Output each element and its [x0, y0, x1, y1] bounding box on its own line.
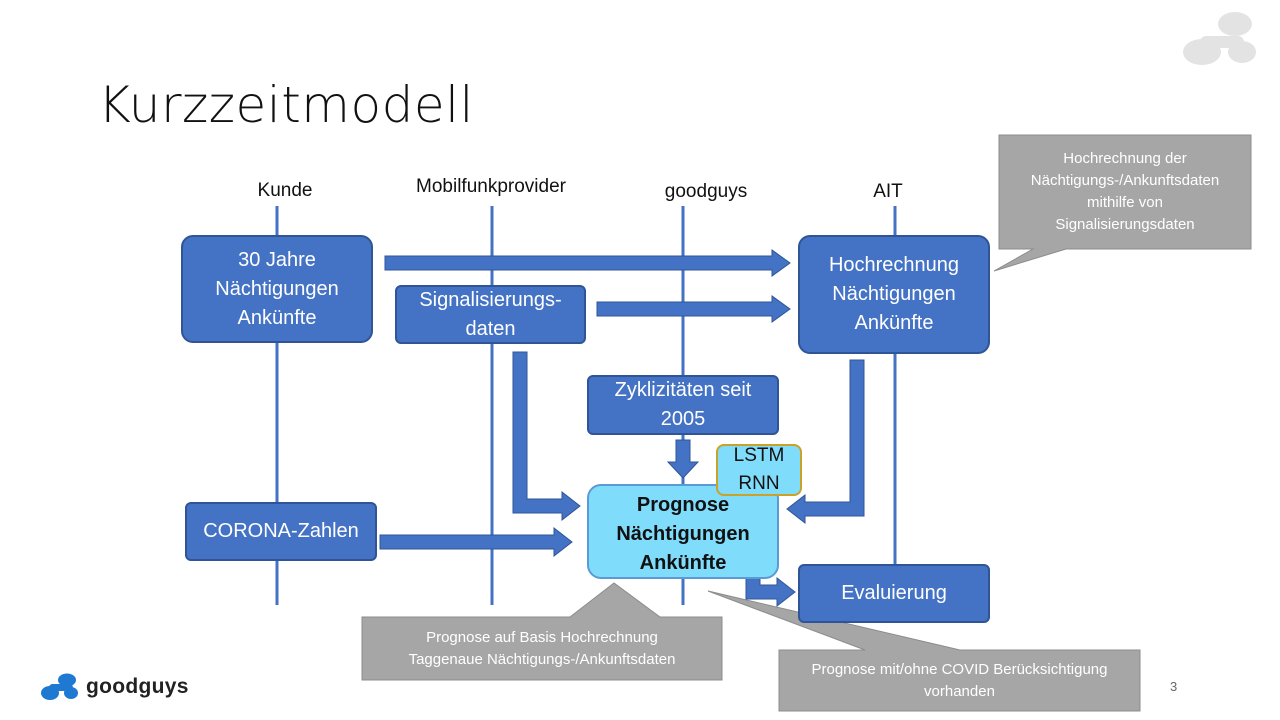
- page-number: 3: [1170, 679, 1178, 694]
- box-extrapolation: Hochrechnung Nächtigungen Ankünfte: [798, 235, 990, 354]
- arrow-corona-to-forecast: [379, 526, 573, 558]
- lane-label-mobilfunkprovider: Mobilfunkprovider: [416, 176, 566, 197]
- arrow-history-to-extrapolation: [384, 249, 791, 277]
- arrow-signal-to-extrapolation: [596, 295, 791, 323]
- arrow-cycles-to-forecast: [666, 439, 700, 479]
- box-forecast: Prognose Nächtigungen Ankünfte: [587, 484, 779, 579]
- box-cycles: Zyklizitäten seit 2005: [587, 375, 779, 435]
- box-corona: CORONA-Zahlen: [185, 502, 377, 561]
- brand-logo: goodguys: [40, 672, 189, 702]
- arrow-extrapolation-to-forecast: [786, 359, 865, 525]
- slide-title: Kurzzeitmodell: [98, 76, 474, 134]
- arrow-signal-to-forecast: [512, 351, 581, 522]
- callout-forecast-note-shape: [361, 582, 723, 681]
- brand-name: goodguys: [86, 675, 189, 698]
- callout-extrapolation-note: Hochrechnung der Nächtigungs-/Ankunftsda…: [1030, 150, 1220, 233]
- goodguys-logo-icon: [41, 673, 78, 700]
- box-history: 30 Jahre Nächtigungen Ankünfte: [181, 235, 373, 343]
- lane-label-goodguys: goodguys: [664, 181, 748, 202]
- box-evaluation: Evaluierung: [798, 564, 990, 623]
- logo-mark-icon: [1183, 12, 1256, 65]
- lane-label-kunde: Kunde: [257, 180, 313, 201]
- callout-covid-note: Prognose mit/ohne COVID Berücksichtigung…: [811, 660, 1108, 700]
- lane-label-ait: AIT: [873, 181, 903, 202]
- callout-forecast-note: Prognose auf Basis Hochrechnung Taggenau…: [408, 628, 676, 668]
- box-lstm-rnn: LSTM RNN: [716, 444, 802, 496]
- box-signal: Signalisierungs- daten: [395, 285, 586, 344]
- callout-extrapolation-note-shape: [993, 134, 1252, 272]
